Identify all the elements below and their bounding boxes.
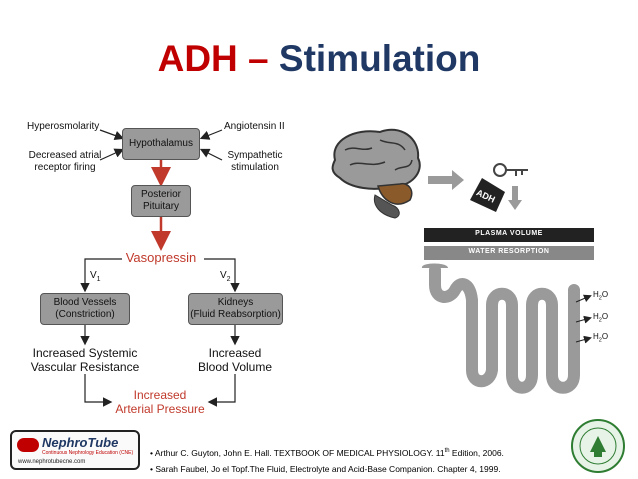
blood-vessels-label: Blood Vessels <box>53 297 117 308</box>
reference-1: • Arthur C. Guyton, John E. Hall. TEXTBO… <box>150 443 504 461</box>
kidneys-label: Kidneys <box>217 297 254 308</box>
arrow-atrial <box>99 148 125 161</box>
label-increased-arterial: Increased Arterial Pressure <box>100 388 220 416</box>
references: • Arthur C. Guyton, John E. Hall. TEXTBO… <box>150 443 504 477</box>
water-resorption-bar <box>424 246 594 260</box>
label-hyperosmolarity: Hyperosmolarity <box>27 121 100 132</box>
reference-1-sup: th <box>444 448 450 454</box>
h2o-2-o: O <box>601 312 609 321</box>
adh-key-icon <box>470 163 528 212</box>
arrow-sympathetic <box>199 148 223 161</box>
nephron-tubule-icon <box>429 264 580 394</box>
v2-sub: 2 <box>226 276 231 283</box>
plasma-volume-bar <box>424 228 594 242</box>
label-v1: V1 <box>90 270 101 286</box>
blood-volume: Blood Volume <box>197 360 273 374</box>
v1-sub: 1 <box>96 276 101 283</box>
v2-text: V <box>220 270 227 281</box>
increased-systemic: Increased Systemic <box>32 346 138 360</box>
arrow-resistance-to-pressure <box>84 374 113 407</box>
arrow-volume-to-pressure <box>207 374 236 407</box>
increased-arterial-2: Arterial Pressure <box>115 402 205 416</box>
box-hypothalamus: Hypothalamus <box>122 128 200 160</box>
nephrotube-tagline: Continuous Nephrology Education (CNE) <box>42 450 134 456</box>
label-vasopressin: Vasopressin <box>125 250 197 265</box>
h2o-1-h: H <box>593 290 599 299</box>
sympathetic-line2: stimulation <box>231 162 279 173</box>
nephrotube-url: www.nephrotubecne.com <box>18 459 86 465</box>
h2o-1-sub: 2 <box>598 295 602 302</box>
title-dash: – <box>237 38 279 79</box>
title-adh: ADH <box>157 38 238 79</box>
h2o-arrow-1 <box>575 294 592 303</box>
constriction-label: (Constriction) <box>55 309 115 320</box>
arrow-hyperosmolarity <box>99 129 125 141</box>
box-posterior-pituitary: Posterior Pituitary <box>131 185 191 217</box>
right-arrow-icon <box>428 170 464 190</box>
label-angiotensin: Angiotensin II <box>224 121 285 132</box>
h2o-arrow-3 <box>575 335 592 344</box>
nephrotube-name: NephroTube <box>42 435 119 450</box>
label-v2: V2 <box>220 270 231 286</box>
slide-title: ADH – Stimulation <box>0 38 638 80</box>
label-decreased-atrial: Decreased atrial receptor firing <box>20 150 110 174</box>
pituitary-label: Pituitary <box>142 201 180 212</box>
hypothalamus-label: Hypothalamus <box>129 138 193 149</box>
nephrotube-logo: NephroTube Continuous Nephrology Educati… <box>10 430 140 470</box>
arrow-angiotensin <box>199 129 223 140</box>
increased-arterial-1: Increased <box>133 388 187 402</box>
h2o-3-o: O <box>601 332 609 341</box>
water-resorption-label: WATER RESORPTION <box>468 248 550 255</box>
h2o-3-h: H <box>593 332 599 341</box>
h2o-label-3: H2O <box>593 331 608 347</box>
v1-text: V <box>90 270 97 281</box>
university-seal-icon <box>571 419 625 473</box>
arrow-v2 <box>204 258 240 293</box>
h2o-arrow-2 <box>575 315 592 324</box>
h2o-2-sub: 2 <box>598 317 602 324</box>
h2o-2-h: H <box>593 312 599 321</box>
h2o-1-o: O <box>601 290 609 299</box>
label-increased-volume: Increased Blood Volume <box>185 346 285 374</box>
brain-icon <box>331 128 421 219</box>
box-blood-vessels: Blood Vessels (Constriction) <box>40 293 130 325</box>
h2o-label-1: H2O <box>593 289 608 305</box>
reference-2: • Sarah Faubel, Jo el Topf.The Fluid, El… <box>150 463 501 474</box>
posterior-label: Posterior <box>140 189 181 200</box>
fluid-reabsorption-label: (Fluid Reabsorption) <box>190 309 281 320</box>
label-sympathetic: Sympathetic stimulation <box>220 150 290 174</box>
reference-1-tail: Edition, 2006. <box>449 447 504 458</box>
reference-1-text: • Arthur C. Guyton, John E. Hall. TEXTBO… <box>150 447 445 458</box>
sympathetic-line1: Sympathetic <box>227 150 283 161</box>
title-stimulation: Stimulation <box>278 38 481 79</box>
label-increased-resistance: Increased Systemic Vascular Resistance <box>25 346 145 374</box>
box-kidneys: Kidneys (Fluid Reabsorption) <box>188 293 283 325</box>
vascular-resistance: Vascular Resistance <box>30 360 140 374</box>
arrow-v1 <box>80 258 122 293</box>
plasma-volume-label: PLASMA VOLUME <box>475 230 543 237</box>
decreased-atrial-line2: receptor firing <box>34 162 96 173</box>
h2o-3-sub: 2 <box>598 337 602 344</box>
decreased-atrial-line1: Decreased atrial <box>28 150 102 161</box>
down-arrow-icon <box>508 186 522 210</box>
h2o-label-2: H2O <box>593 311 608 327</box>
nephrotube-icon <box>17 438 39 452</box>
increased-volume-1: Increased <box>208 346 262 360</box>
